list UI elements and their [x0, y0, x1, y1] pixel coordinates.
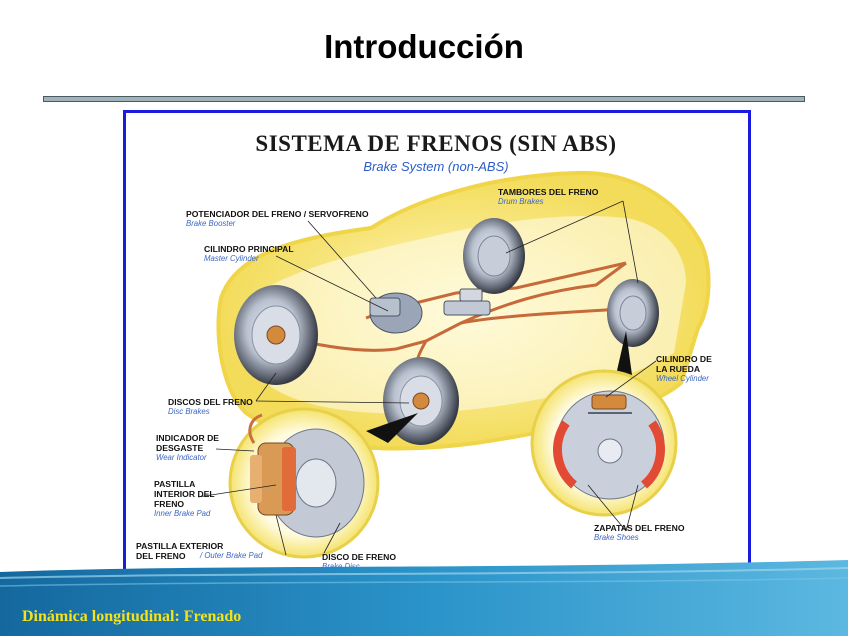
label-inner-brake-pad-es: PASTILLA INTERIOR DEL FRENO: [154, 479, 254, 509]
label-disc-brakes: DISCOS DEL FRENO Disc Brakes: [168, 397, 288, 417]
figure-title: SISTEMA DE FRENOS (SIN ABS): [226, 131, 646, 157]
title-divider: [43, 96, 805, 102]
drum-brake-detail: [532, 371, 676, 515]
label-master-cylinder-en: Master Cylinder: [204, 254, 344, 264]
brake-system-figure: SISTEMA DE FRENOS (SIN ABS) Brake System…: [123, 110, 751, 586]
label-master-cylinder-es: CILINDRO PRINCIPAL: [204, 244, 344, 254]
label-inner-brake-pad-en: Inner Brake Pad: [154, 509, 254, 519]
slide-title: Introducción: [0, 28, 848, 66]
label-inner-brake-pad: PASTILLA INTERIOR DEL FRENO Inner Brake …: [154, 479, 254, 519]
label-brake-shoes: ZAPATAS DEL FRENO Brake Shoes: [594, 523, 724, 543]
label-wear-indicator-es: INDICADOR DE DESGASTE: [156, 433, 256, 453]
label-wheel-cylinder: CILINDRO DE LA RUEDA Wheel Cylinder: [656, 354, 746, 384]
rear-right-wheel: [607, 279, 659, 347]
label-master-cylinder: CILINDRO PRINCIPAL Master Cylinder: [204, 244, 344, 264]
label-outer-brake-pad: PASTILLA EXTERIOR DEL FRENO / Outer Brak…: [136, 541, 306, 561]
figure-subtitle: Brake System (non-ABS): [226, 159, 646, 174]
label-wheel-cylinder-en: Wheel Cylinder: [656, 374, 746, 384]
label-drum-brakes-es: TAMBORES DEL FRENO: [498, 187, 738, 197]
label-drum-brakes: TAMBORES DEL FRENO Drum Brakes: [498, 187, 738, 207]
label-brake-booster-en: Brake Booster: [186, 219, 406, 229]
front-left-wheel: [234, 285, 318, 385]
rear-top-wheel: [463, 218, 525, 294]
label-disc-brakes-en: Disc Brakes: [168, 407, 288, 417]
label-brake-booster-es: POTENCIADOR DEL FRENO / SERVOFRENO: [186, 209, 406, 219]
label-wear-indicator: INDICADOR DE DESGASTE Wear Indicator: [156, 433, 256, 463]
label-disc-brakes-es: DISCOS DEL FRENO: [168, 397, 288, 407]
slide-footer: Dinámica longitudinal: Frenado: [22, 608, 241, 626]
label-brake-shoes-en: Brake Shoes: [594, 533, 724, 543]
label-wheel-cylinder-es: CILINDRO DE LA RUEDA: [656, 354, 746, 374]
label-wear-indicator-en: Wear Indicator: [156, 453, 256, 463]
label-brake-shoes-es: ZAPATAS DEL FRENO: [594, 523, 724, 533]
label-brake-booster: POTENCIADOR DEL FRENO / SERVOFRENO Brake…: [186, 209, 406, 229]
label-drum-brakes-en: Drum Brakes: [498, 197, 738, 207]
